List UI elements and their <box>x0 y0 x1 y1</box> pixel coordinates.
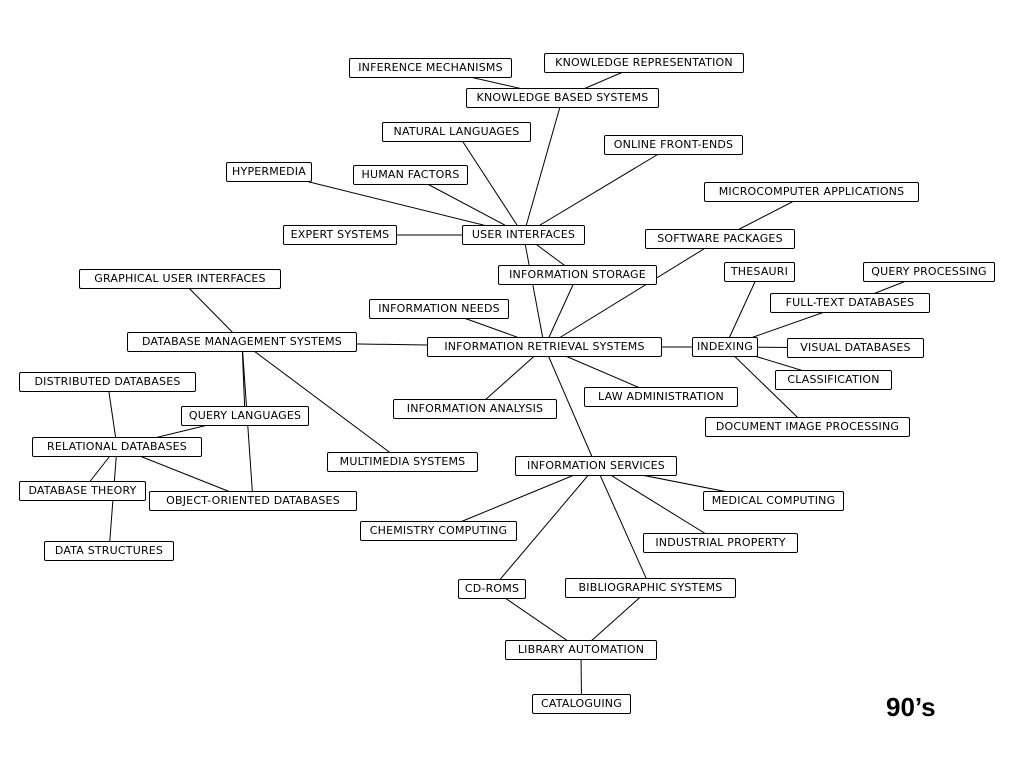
node-medical: MEDICAL COMPUTING <box>703 491 844 511</box>
node-cataloguing: CATALOGUING <box>532 694 631 714</box>
edge-biblio-libauto <box>580 587 651 651</box>
node-infoanalysis: INFORMATION ANALYSIS <box>393 399 557 419</box>
node-libauto: LIBRARY AUTOMATION <box>505 640 657 660</box>
node-querylang: QUERY LANGUAGES <box>181 406 309 426</box>
node-expert: EXPERT SYSTEMS <box>283 225 397 245</box>
node-software: SOFTWARE PACKAGES <box>645 229 795 249</box>
node-classification: CLASSIFICATION <box>775 370 892 390</box>
node-oodb: OBJECT-ORIENTED DATABASES <box>149 491 357 511</box>
node-dbtheory: DATABASE THEORY <box>19 481 146 501</box>
node-lawadmin: LAW ADMINISTRATION <box>584 387 738 407</box>
node-dbms: DATABASE MANAGEMENT SYSTEMS <box>127 332 357 352</box>
node-infostorage: INFORMATION STORAGE <box>498 265 657 285</box>
node-gui: GRAPHICAL USER INTERFACES <box>79 269 281 289</box>
edge-irs-infoanalysis <box>474 346 545 410</box>
edge-infoservices-industrial <box>595 465 721 544</box>
node-visualdb: VISUAL DATABASES <box>787 338 924 358</box>
edge-irs-infoservices <box>544 346 597 467</box>
node-biblio: BIBLIOGRAPHIC SYSTEMS <box>565 578 736 598</box>
node-docimage: DOCUMENT IMAGE PROCESSING <box>705 417 910 437</box>
edge-software-irs <box>544 238 721 348</box>
node-kbs: KNOWLEDGE BASED SYSTEMS <box>466 88 659 108</box>
edge-natlang-ui <box>456 131 524 236</box>
edge-cdroms-libauto <box>491 588 582 651</box>
node-infoservices: INFORMATION SERVICES <box>515 456 677 476</box>
node-multimedia: MULTIMEDIA SYSTEMS <box>327 452 478 472</box>
edge-infoservices-cdroms <box>491 465 597 590</box>
node-queryproc: QUERY PROCESSING <box>863 262 995 282</box>
node-thesauri: THESAURI <box>724 262 795 282</box>
node-industrial: INDUSTRIAL PROPERTY <box>643 533 798 553</box>
node-microapps: MICROCOMPUTER APPLICATIONS <box>704 182 919 202</box>
node-datastruct: DATA STRUCTURES <box>44 541 174 561</box>
edge-infostorage-irs <box>544 274 578 348</box>
edge-gui-dbms <box>179 278 243 343</box>
node-knowrep: KNOWLEDGE REPRESENTATION <box>544 53 744 73</box>
node-cdroms: CD-ROMS <box>458 579 526 599</box>
edge-distributed-relational <box>107 381 118 448</box>
node-ui: USER INTERFACES <box>462 225 585 245</box>
edge-online-ui <box>523 144 674 236</box>
node-hypermedia: HYPERMEDIA <box>226 162 312 182</box>
node-humanfactors: HUMAN FACTORS <box>353 165 468 185</box>
edge-indexing-docimage <box>724 346 808 428</box>
edge-ui-irs <box>523 234 545 348</box>
node-online: ONLINE FRONT-ENDS <box>604 135 743 155</box>
node-natlang: NATURAL LANGUAGES <box>382 122 531 142</box>
edge-thesauri-indexing <box>724 271 760 348</box>
edge-kbs-ui <box>523 97 563 236</box>
era-label: 90’s <box>886 692 936 722</box>
edge-hypermedia-ui <box>268 171 524 236</box>
node-infoneeds: INFORMATION NEEDS <box>369 299 509 319</box>
node-fulltext: FULL-TEXT DATABASES <box>770 293 930 313</box>
node-distributed: DISTRIBUTED DATABASES <box>19 372 196 392</box>
node-inference: INFERENCE MECHANISMS <box>349 58 512 78</box>
node-chemistry: CHEMISTRY COMPUTING <box>360 521 517 541</box>
edge-dbms-querylang <box>241 341 246 417</box>
edge-infoservices-chemistry <box>438 465 597 532</box>
node-indexing: INDEXING <box>692 337 758 357</box>
edge-dbms-multimedia <box>241 341 403 463</box>
node-relational: RELATIONAL DATABASES <box>32 437 202 457</box>
edge-infoservices-biblio <box>595 465 651 589</box>
node-irs: INFORMATION RETRIEVAL SYSTEMS <box>427 337 662 357</box>
